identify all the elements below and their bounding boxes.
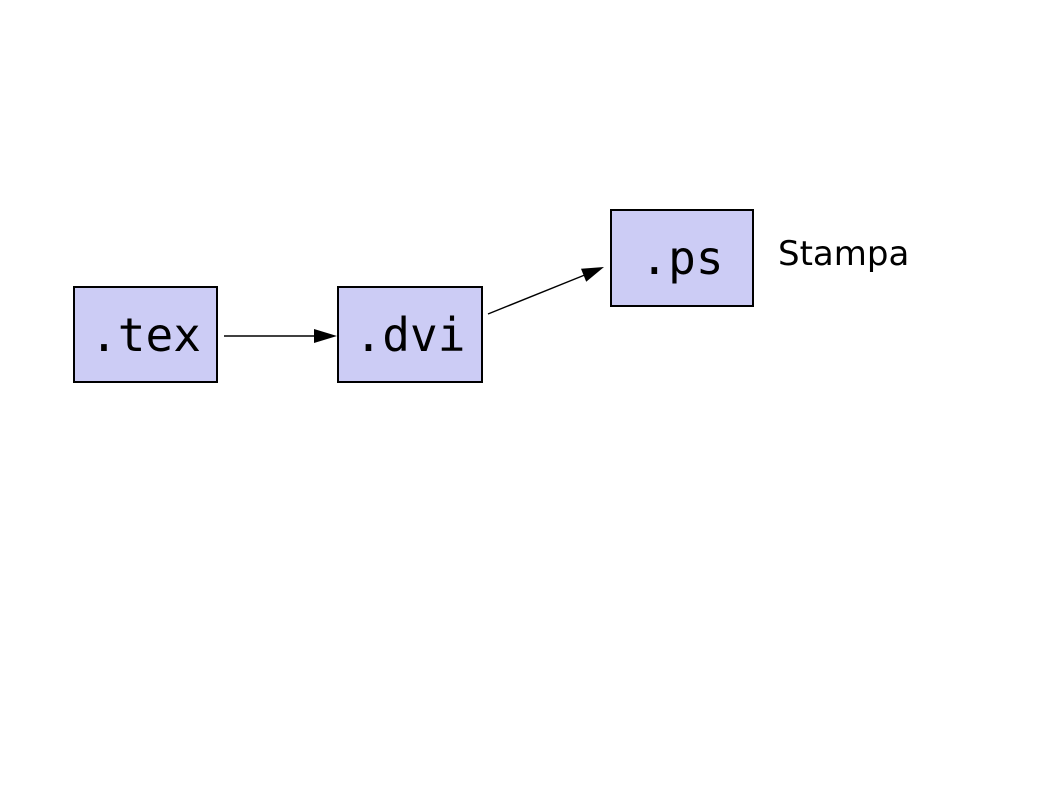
stampa-annotation: Stampa — [778, 234, 910, 274]
node-tex-file: .tex — [73, 286, 218, 383]
node-dvi-label: .dvi — [354, 307, 466, 362]
arrow-dvi-to-ps — [487, 267, 604, 315]
node-ps-label: .ps — [640, 231, 724, 285]
arrow-tex-to-dvi — [224, 329, 337, 343]
node-ps-file: .ps — [610, 209, 754, 307]
node-dvi-file: .dvi — [337, 286, 483, 383]
node-tex-label: .tex — [90, 307, 201, 362]
